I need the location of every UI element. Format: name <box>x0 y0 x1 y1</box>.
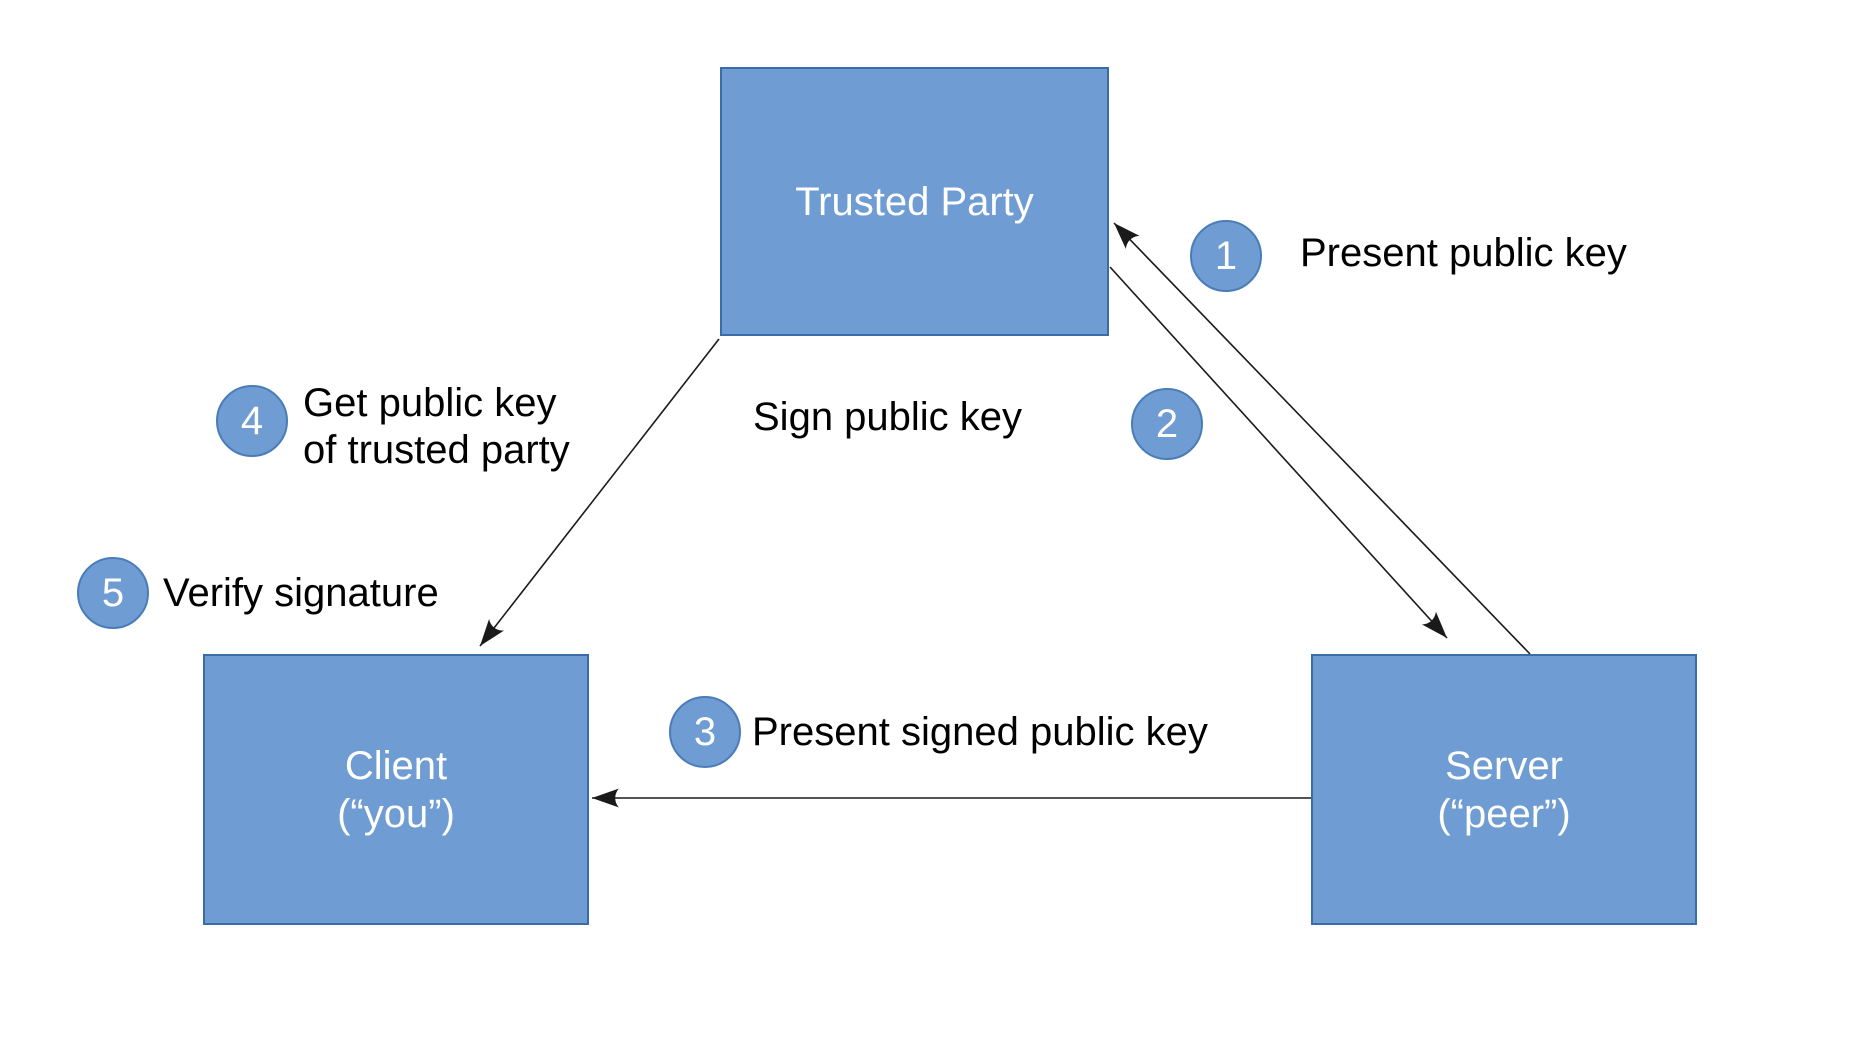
step-5-number: 5 <box>101 570 125 615</box>
step-4-number: 4 <box>240 398 264 443</box>
node-server-sublabel: (“peer”) <box>1437 791 1571 836</box>
step-2-label: Sign public key <box>753 395 1023 439</box>
node-client: Client (“you”) <box>203 654 589 925</box>
node-server-label: Server <box>1445 743 1563 788</box>
arrow-step1-present-public-key <box>1113 222 1531 655</box>
step-3-badge: 3 <box>669 696 741 768</box>
node-trusted-party-label: Trusted Party <box>795 179 1034 224</box>
node-server: Server (“peer”) <box>1311 654 1697 925</box>
step-5-badge: 5 <box>77 557 149 629</box>
step-4-label: Get public key of trusted party <box>303 381 570 472</box>
step-4-badge: 4 <box>216 385 288 457</box>
step-1-label: Present public key <box>1300 231 1627 275</box>
step-5-label: Verify signature <box>163 571 439 615</box>
step-3-number: 3 <box>693 709 717 754</box>
arrow-step2-sign-public-key <box>1109 266 1448 639</box>
step-1-number: 1 <box>1214 233 1238 278</box>
node-client-label: Client <box>344 743 448 788</box>
node-client-sublabel: (“you”) <box>337 791 455 836</box>
node-trusted-party: Trusted Party <box>720 67 1109 336</box>
step-2-number: 2 <box>1155 401 1179 446</box>
step-2-badge: 2 <box>1131 388 1203 460</box>
step-3-label: Present signed public key <box>752 710 1208 754</box>
arrow-step4-get-public-key <box>479 338 720 647</box>
step-1-badge: 1 <box>1190 220 1262 292</box>
